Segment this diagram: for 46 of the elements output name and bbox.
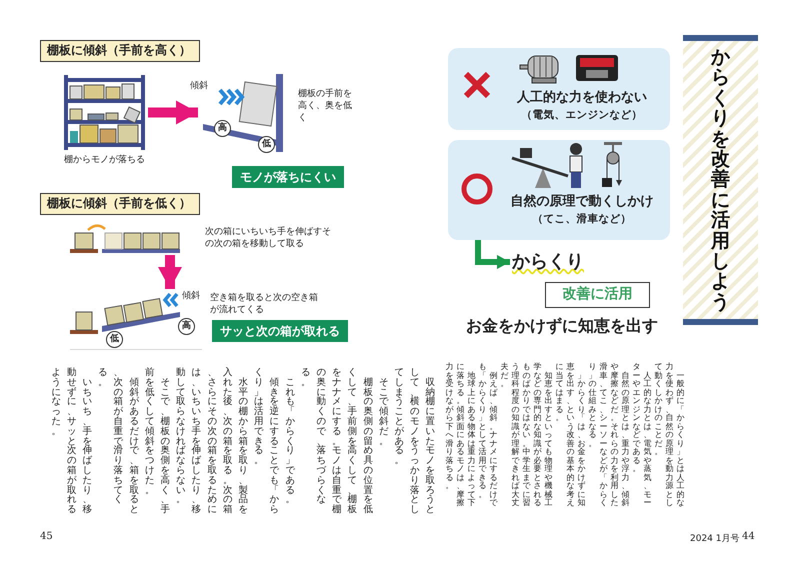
level-marker: 高 bbox=[214, 120, 231, 137]
body-paragraph: 一般的に「からくり」とは人工的な力を使わず、自然の原理を動力源として動くしかけのことだ。 bbox=[654, 362, 686, 508]
result-banner: サッと次の箱が取れる bbox=[212, 320, 348, 342]
issue-date: 2024 1月号 bbox=[690, 533, 740, 545]
annotation: 傾斜 bbox=[182, 290, 201, 302]
panel-note: （てこ、滑車など） bbox=[532, 212, 632, 226]
body-paragraph: 知恵を出すといっても物理や機械工学などの専門的な知識が必要とされるものばかりではない。中学生までに習う理科程度の知識が理解できれば大丈夫だ。 bbox=[500, 362, 554, 508]
panel-heading: 自然の原理で動くしかけ bbox=[510, 193, 654, 210]
body-paragraph: 傾きを逆にすることでも「からくり」は活用できる。 bbox=[253, 368, 280, 516]
body-paragraph: 傾斜があるだけで、箱を取ると、次の箱が自重で滑り落ちてくる。 bbox=[97, 368, 140, 516]
body-paragraph: 例えば、傾斜。ナナメにするだけでも「からくり」として活用できる。 bbox=[478, 362, 498, 508]
body-paragraph: 自然の原理とは、重力や浮力、傾斜や摩擦などだ。それらの力を利用した滑車、てこ、シーソーなどが「からくり」の仕組みとなる。 bbox=[588, 362, 630, 508]
result-banner: モノが落ちにくい bbox=[232, 166, 344, 188]
level-marker: 低 bbox=[106, 331, 123, 348]
body-paragraph: 水平の棚から箱を取り、製品を入れた後、次の箱を取る。次の箱、さらにその次の箱を取るためには、いちいち手を伸ばしたり、移動して取らなければならない。 bbox=[175, 368, 249, 516]
arrow bbox=[158, 255, 182, 289]
annotation: 空き箱を取ると次の空き箱が流れてくる bbox=[210, 292, 318, 316]
keyword: からくり bbox=[512, 250, 592, 274]
body-paragraph: 人工的な力とは、電気や蒸気、モーターやエンジンなどである。 bbox=[632, 362, 652, 508]
annotation: 棚からモノが落ちる bbox=[64, 154, 146, 166]
panel-note: （電気、エンジンなど） bbox=[520, 108, 644, 122]
body-paragraph: そこで傾斜だ。 bbox=[378, 376, 390, 449]
panel-heading: 人工的な力を使わない bbox=[516, 89, 648, 106]
page-number: 45 bbox=[40, 531, 53, 542]
arrow bbox=[475, 240, 510, 270]
section-heading: 棚板に傾斜（手前を低く） bbox=[40, 193, 200, 215]
annotation: 次の箱にいちいち手を伸ばすその次の箱を移動して取る bbox=[205, 226, 332, 250]
annotation: 傾斜 bbox=[190, 80, 209, 92]
body-paragraph: これも「からくり」である。 bbox=[284, 376, 296, 508]
body-paragraph: そこで、棚板の奥側を高く、手前を低くして傾斜をつけた。 bbox=[144, 368, 171, 516]
info-panel bbox=[448, 140, 670, 240]
body-paragraph: 地球上にある物体は重力によって下に落ちる。傾斜面にあるモノは、摩擦力を受けながら下へ滑り落ちる。 bbox=[444, 362, 476, 508]
arrow bbox=[148, 100, 198, 124]
body-paragraph: 棚板の奥側の留め具の位置を低くして、手前側を高くして、棚板をナナメにする。モノは自重で棚の奥に動くので、落ちづらくなる。 bbox=[300, 368, 374, 516]
body-paragraph: 収納棚に置いたモノを取ろうとして、横のモノをうっかり落としてしまうことがある。 bbox=[394, 368, 436, 516]
section-heading: 棚板に傾斜（手前を高く） bbox=[40, 40, 200, 62]
annotation: 棚板の手前を高く、奥を低く bbox=[298, 88, 353, 124]
level-marker: 高 bbox=[178, 318, 195, 335]
tag-label: 改善に活用 bbox=[545, 282, 650, 308]
tagline: お金をかけずに知恵を出す bbox=[466, 316, 658, 337]
info-panel bbox=[448, 48, 670, 130]
body-paragraph: 「からくり」は、お金をかけずに知恵を出す、という改善の基本的な考えに当てはまる。 bbox=[554, 362, 586, 508]
level-marker: 低 bbox=[258, 136, 275, 153]
page-number: 44 bbox=[742, 531, 755, 542]
page-title: からくりを改善に活用しよう bbox=[710, 47, 732, 314]
body-paragraph: いちいち、手を伸ばしたり、移動せずに、サッと次の箱が取れるようになった。 bbox=[50, 368, 93, 516]
